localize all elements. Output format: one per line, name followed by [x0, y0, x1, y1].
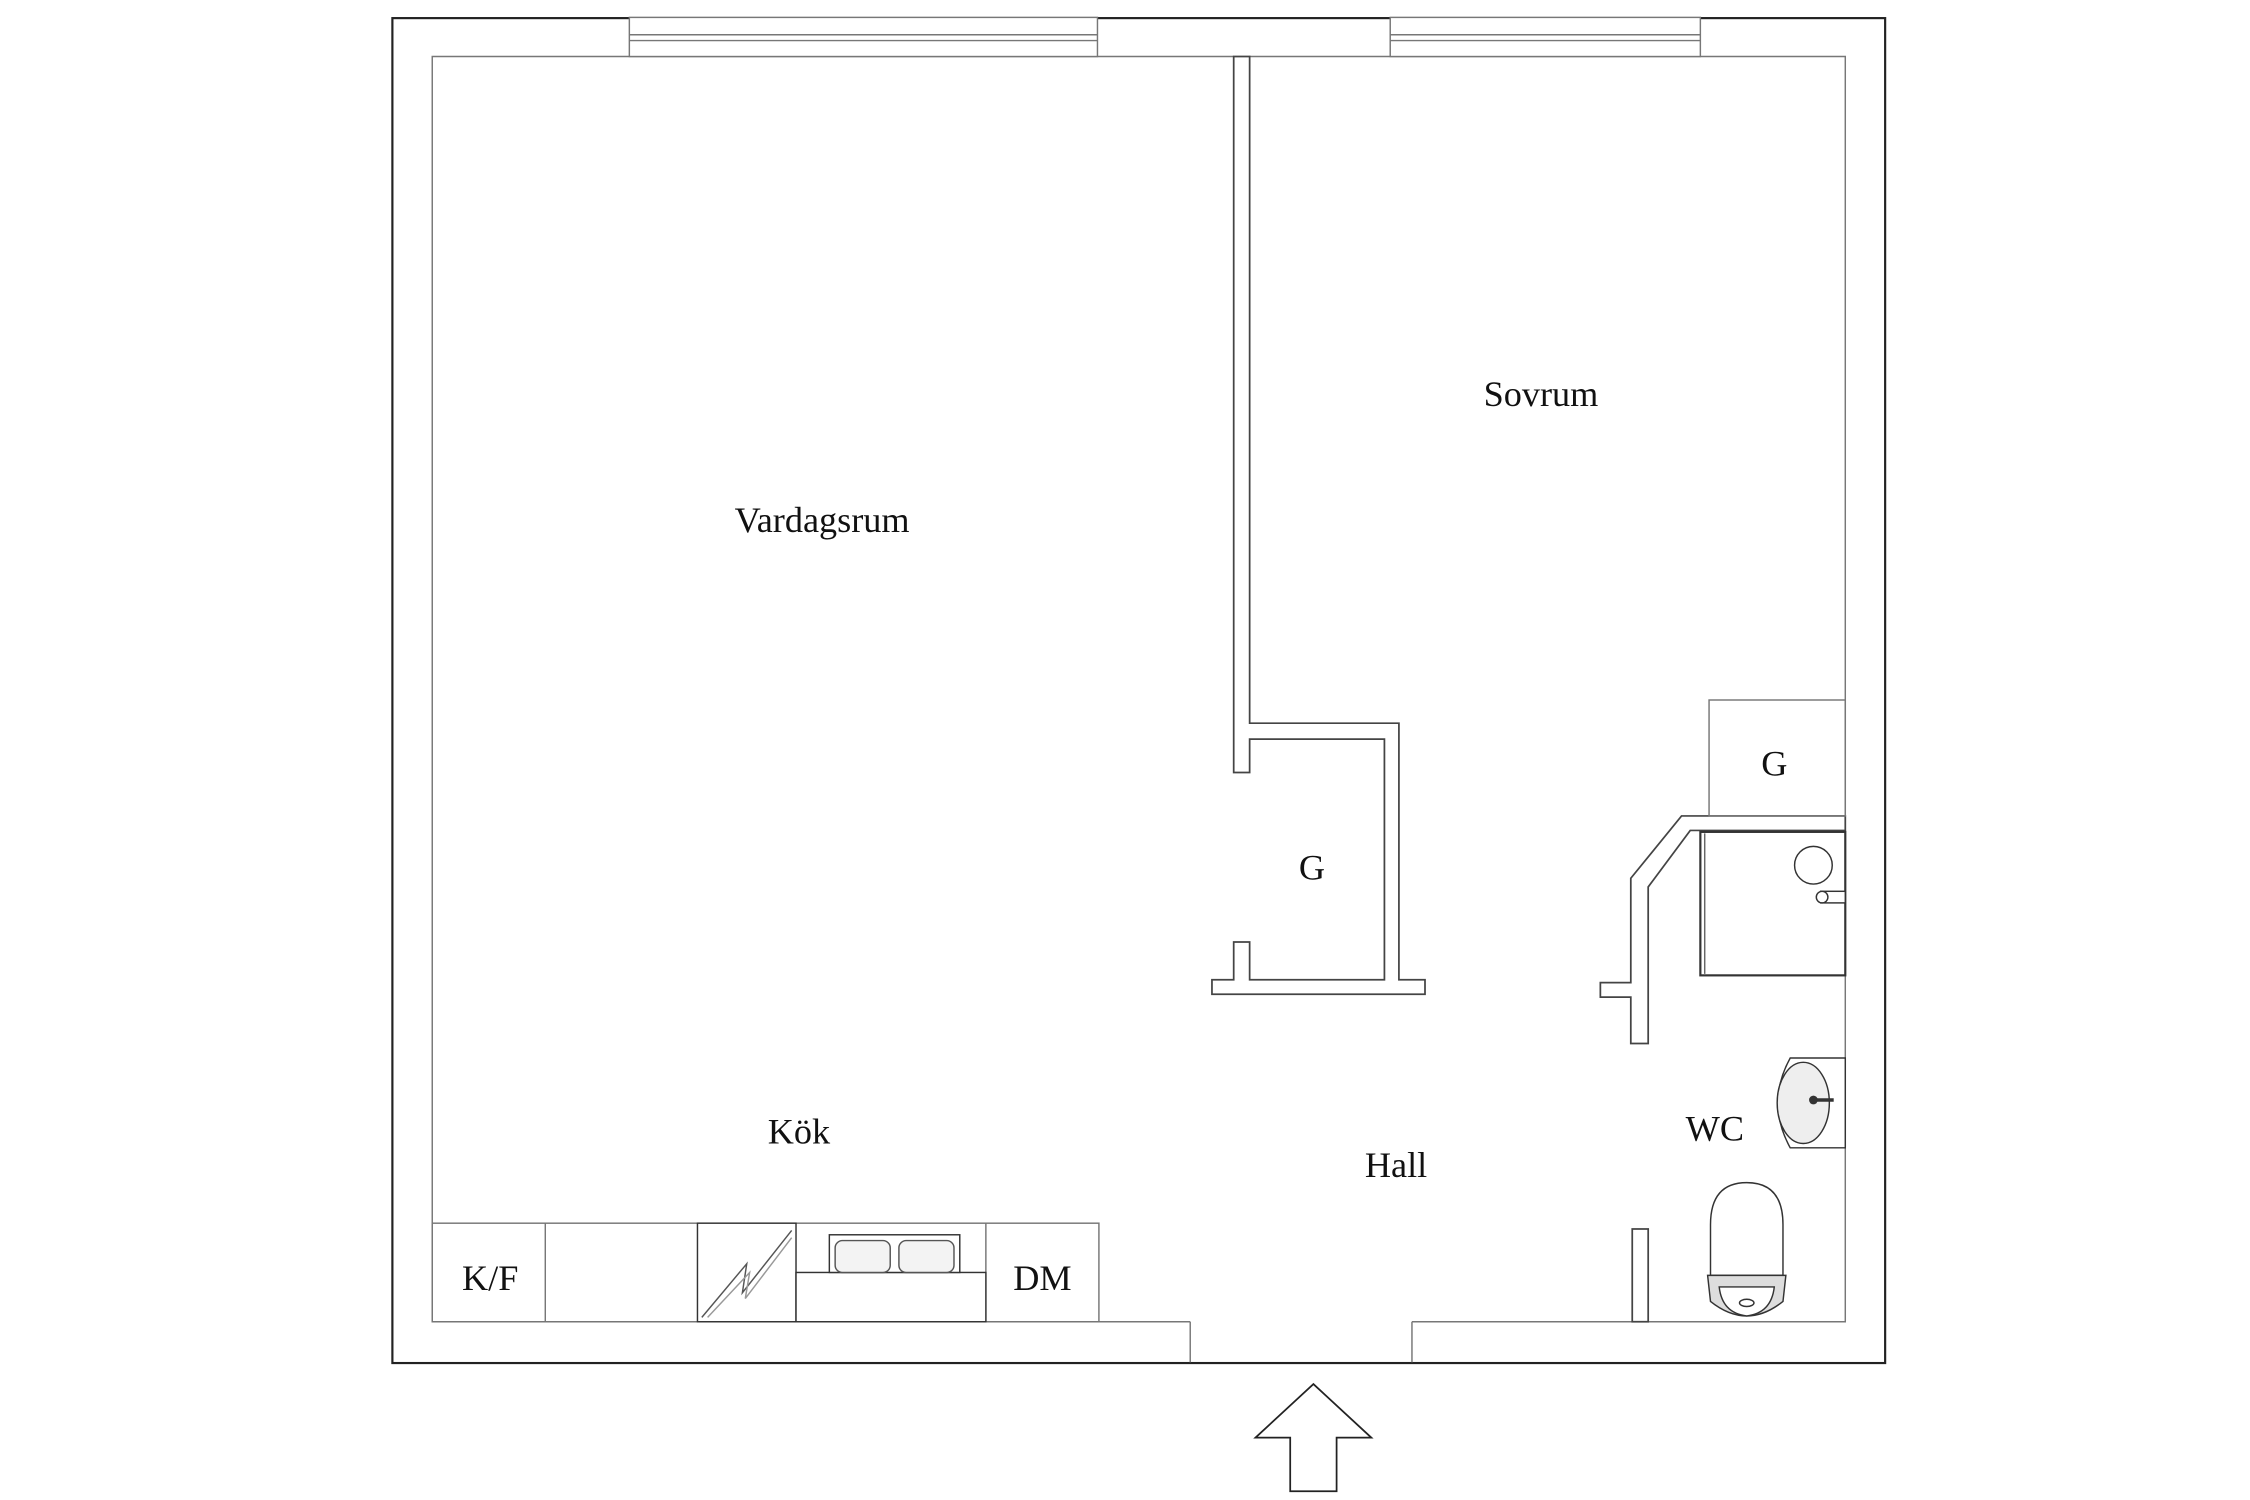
- window-living-room: [628, 16, 1099, 58]
- stove: [696, 1222, 797, 1323]
- room-label-hall: Hall: [1365, 1145, 1427, 1185]
- outer-walls: [391, 17, 1887, 1365]
- arrow-up-icon: [1253, 1382, 1374, 1493]
- window-bedroom: [1389, 16, 1702, 58]
- kitchen-counter: [431, 1222, 1100, 1323]
- shower: [1699, 830, 1847, 977]
- bathroom-sink: [1776, 1057, 1847, 1149]
- room-label-vardagsrum: Vardagsrum: [735, 500, 910, 540]
- toilet: [1706, 1181, 1787, 1317]
- room-label-closet-hall: G: [1299, 848, 1325, 888]
- kitchen-sink: [795, 1234, 987, 1323]
- room-label-wc: WC: [1686, 1109, 1744, 1149]
- label-dishwasher: DM: [1013, 1258, 1071, 1298]
- closet-bedroom: [1708, 699, 1847, 817]
- label-fridge-freezer: K/F: [462, 1258, 518, 1298]
- room-label-closet-bedroom: G: [1761, 743, 1787, 783]
- room-label-sovrum: Sovrum: [1484, 374, 1599, 414]
- interior-walls: [1211, 55, 1847, 1323]
- room-label-kok: Kök: [768, 1111, 831, 1151]
